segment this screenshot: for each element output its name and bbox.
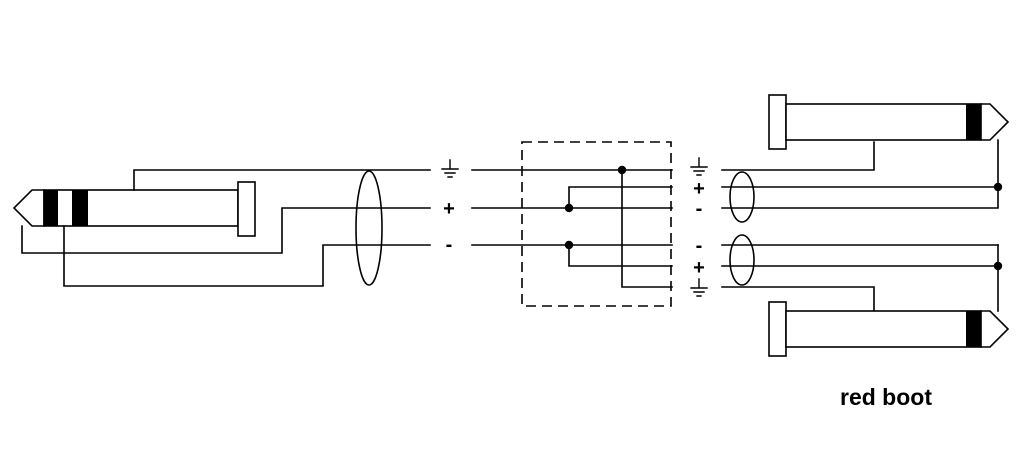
signal-plus-lower: + bbox=[693, 257, 705, 279]
bridge-dot-lower bbox=[993, 261, 1003, 271]
mono-plug-upper bbox=[768, 94, 1010, 150]
wire-minus-upper bbox=[721, 139, 999, 209]
wire-ground-upper bbox=[721, 141, 875, 171]
bridge-dot-upper bbox=[993, 182, 1003, 192]
trs-plug-handle bbox=[237, 181, 256, 237]
mono-plug-lower-insulator bbox=[966, 311, 981, 347]
mono-plug-upper-tip bbox=[980, 103, 1010, 141]
cable-jacket-upper bbox=[729, 171, 755, 223]
trs-insulator-ring-2 bbox=[72, 190, 88, 226]
lower-cable-wiring bbox=[721, 244, 999, 312]
junction-dot-minus bbox=[564, 240, 574, 250]
wire-minus-lower-branch bbox=[568, 244, 673, 267]
signal-minus-lower: - bbox=[696, 235, 703, 257]
wire-plus-left bbox=[21, 207, 431, 254]
ground-icon-left bbox=[441, 159, 459, 178]
mono-plug-upper-handle bbox=[768, 94, 787, 150]
cable-jacket-lower bbox=[729, 234, 755, 286]
junction-dot-plus bbox=[564, 203, 574, 213]
trs-plug-left bbox=[12, 181, 256, 237]
wire-ground-left bbox=[133, 169, 431, 191]
ground-icon-upper bbox=[690, 157, 708, 176]
mono-plug-upper-shaft bbox=[785, 103, 982, 141]
junction-wiring bbox=[471, 169, 673, 288]
splitter-box bbox=[521, 141, 672, 307]
junction-dot-ground bbox=[617, 165, 627, 175]
trs-plug-tip bbox=[12, 189, 45, 227]
mono-plug-lower bbox=[768, 301, 1010, 357]
cable-jacket-left bbox=[355, 170, 383, 286]
signal-plus-left: + bbox=[443, 198, 455, 220]
mono-plug-lower-shaft bbox=[785, 310, 982, 348]
upper-cable-wiring bbox=[721, 139, 999, 209]
mono-plug-lower-tip bbox=[980, 310, 1010, 348]
ground-icon-lower bbox=[690, 278, 708, 297]
wire-minus-left bbox=[63, 225, 431, 287]
caption-red-boot: red boot bbox=[840, 384, 932, 410]
wire-ground-lower bbox=[721, 286, 875, 312]
signal-plus-upper: + bbox=[693, 178, 705, 200]
trs-insulator-ring-1 bbox=[44, 190, 58, 226]
signal-minus-left: - bbox=[446, 234, 453, 256]
trs-wiring bbox=[21, 169, 431, 287]
mono-plug-lower-handle bbox=[768, 301, 787, 357]
mono-plug-upper-insulator bbox=[966, 104, 981, 140]
signal-minus-upper: - bbox=[696, 198, 703, 220]
wire-plus-upper-branch bbox=[568, 186, 673, 209]
wire-ground-lower-branch bbox=[621, 169, 673, 288]
